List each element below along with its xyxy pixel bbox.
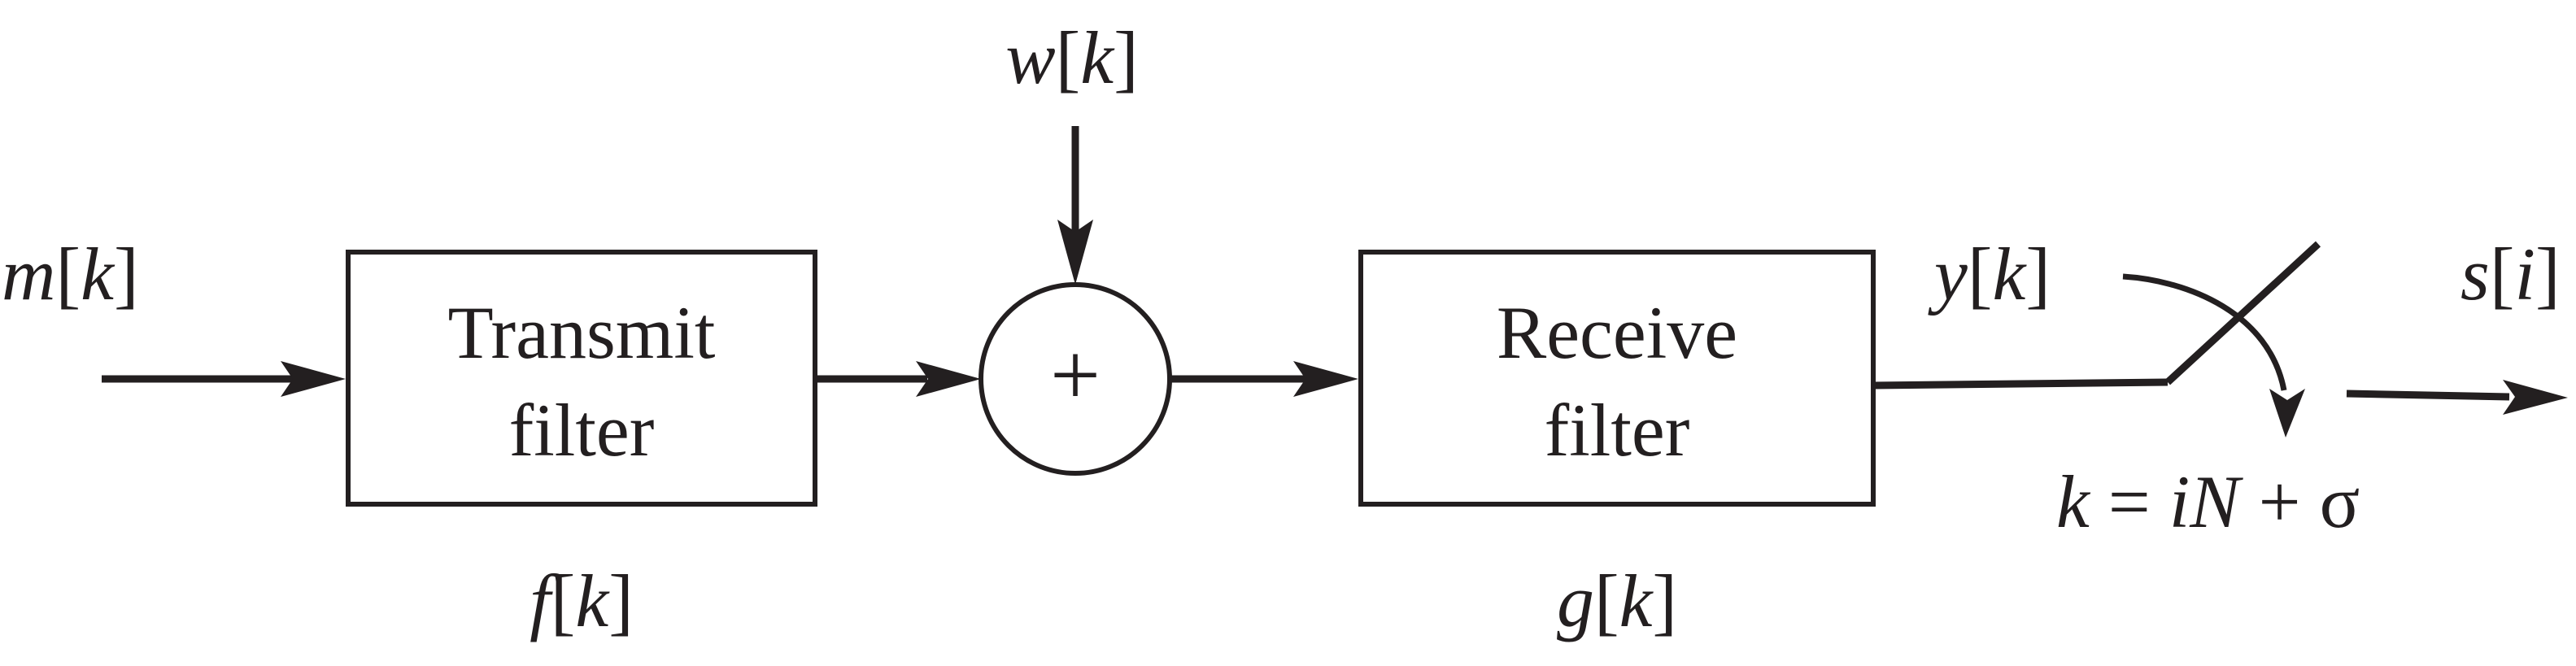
plus-symbol: + [1050,325,1101,424]
sampling-equation: k = iN + σ [2056,460,2360,543]
transmit-filter-label-line1: Transmit [448,291,716,374]
receive-response-label: g[k] [1557,559,1677,642]
receive-filter-label-line1: Receive [1497,291,1737,374]
receive-filter-block: Receive filter [1358,250,1876,507]
transmit-to-summer-arrow [815,361,981,397]
sampler-rotation-arc [2122,273,2287,391]
receive-output-line [1872,378,2168,390]
noise-arrow [1057,126,1093,285]
receive-filter-label-line2: filter [1545,389,1690,472]
summer-to-receive-arrow [1170,361,1358,397]
signal-label-output: s[i] [2460,233,2561,316]
sampler-arc-arrowhead [2269,389,2305,437]
sampler-switch [2122,241,2321,437]
transmit-filter-label-line2: filter [509,389,655,472]
transmit-response-label: f[k] [530,559,634,642]
output-arrow [2346,380,2568,415]
transmit-filter-block: Transmit filter [346,250,817,507]
signal-label-noise: w[k] [1005,16,1139,99]
signal-label-received: y[k] [1928,233,2051,316]
signal-label-input: m[k] [2,233,139,316]
input-arrow [102,361,346,397]
summing-junction: + [979,282,1172,476]
